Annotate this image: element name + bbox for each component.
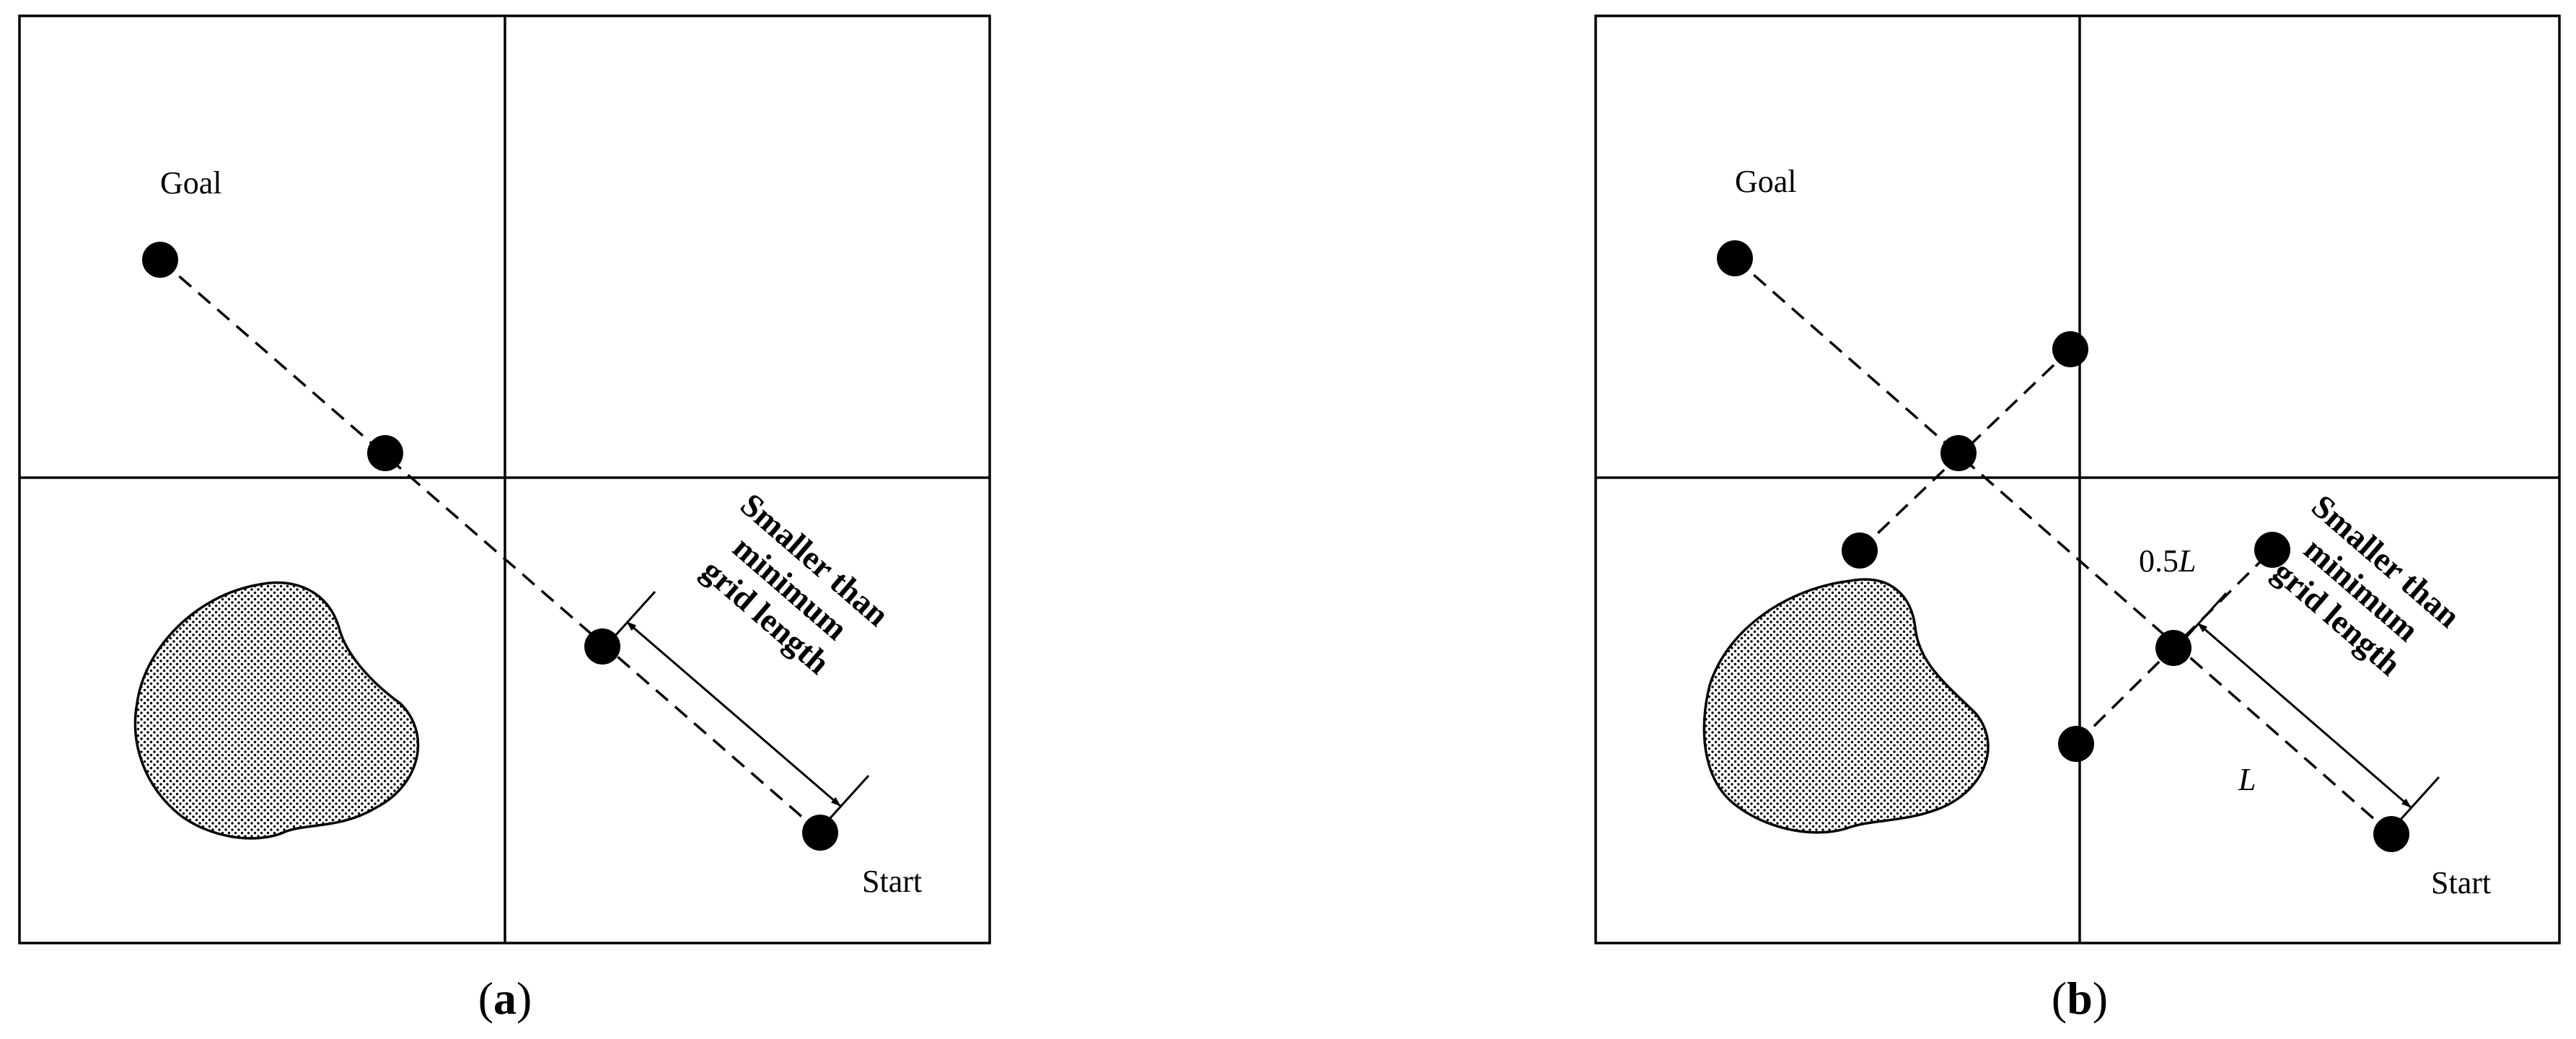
panel-b-branch-upper-top-node — [2052, 331, 2088, 367]
panel-b: Goal Start 0.5L L Smaller than minimum g… — [1594, 14, 2561, 1024]
panel-b-goal-label: Goal — [1735, 164, 1797, 199]
panel-a-obstacle — [133, 581, 420, 840]
panel-b-branch-upper-bottom-node — [1842, 532, 1878, 569]
panel-b-caption: (b) — [2052, 973, 2108, 1024]
panel-b-start-node — [2373, 816, 2409, 852]
panel-a-near-start-node — [584, 628, 620, 665]
panel-b-frame — [1594, 14, 2561, 944]
panel-a-goal-node — [142, 242, 178, 278]
panel-b-caption-open: ( — [2052, 973, 2067, 1024]
panel-b-half-length-label: 0.5L — [2139, 543, 2196, 579]
panel-a-dimension-arrow — [626, 621, 841, 807]
panel-b-branch-lower-top-node — [2254, 532, 2290, 568]
panel-b-half-length-variable: L — [2178, 543, 2196, 579]
panel-a-path-line — [159, 258, 822, 834]
panel-b-goal-node — [1717, 240, 1753, 276]
panel-a-start-node — [802, 815, 838, 851]
panel-a-caption: (a) — [478, 973, 532, 1024]
panel-a-dimension-tick-top — [613, 590, 656, 638]
panel-a: Goal Start Smaller than minimum grid len… — [18, 14, 991, 1024]
panel-b-note: Smaller than minimum grid length — [2266, 487, 2467, 683]
panel-a-caption-letter: a — [493, 973, 516, 1024]
panel-b-dimension-tick-top — [2184, 592, 2228, 639]
panel-b-caption-letter: b — [2067, 973, 2093, 1024]
panel-b-branch-lower-bottom-node — [2058, 726, 2094, 762]
panel-b-start-label: Start — [2431, 865, 2491, 900]
panel-a-start-label: Start — [862, 864, 922, 899]
panel-b-half-length-number: 0.5 — [2139, 543, 2179, 579]
panel-a-caption-close: ) — [516, 973, 532, 1024]
panel-b-near-start-node — [2155, 630, 2192, 666]
panel-b-obstacle — [1702, 578, 1990, 834]
panel-a-dimension-tick-bottom — [827, 774, 870, 822]
panel-b-path-line — [1733, 257, 2393, 836]
panel-b-caption-close: ) — [2093, 973, 2108, 1024]
panel-a-intermediate-node — [367, 435, 403, 471]
panel-b-dimension-tick-bottom — [2397, 776, 2440, 823]
panel-a-caption-open: ( — [478, 973, 493, 1024]
panel-a-goal-label: Goal — [160, 165, 222, 201]
panel-b-branch-upper — [1858, 348, 2072, 552]
panel-a-note: Smaller than minimum grid length — [695, 486, 896, 681]
panel-b-length-label: L — [2238, 762, 2256, 797]
panel-b-intermediate-node — [1940, 435, 1977, 471]
panel-b-dimension-arrow — [2197, 622, 2412, 809]
